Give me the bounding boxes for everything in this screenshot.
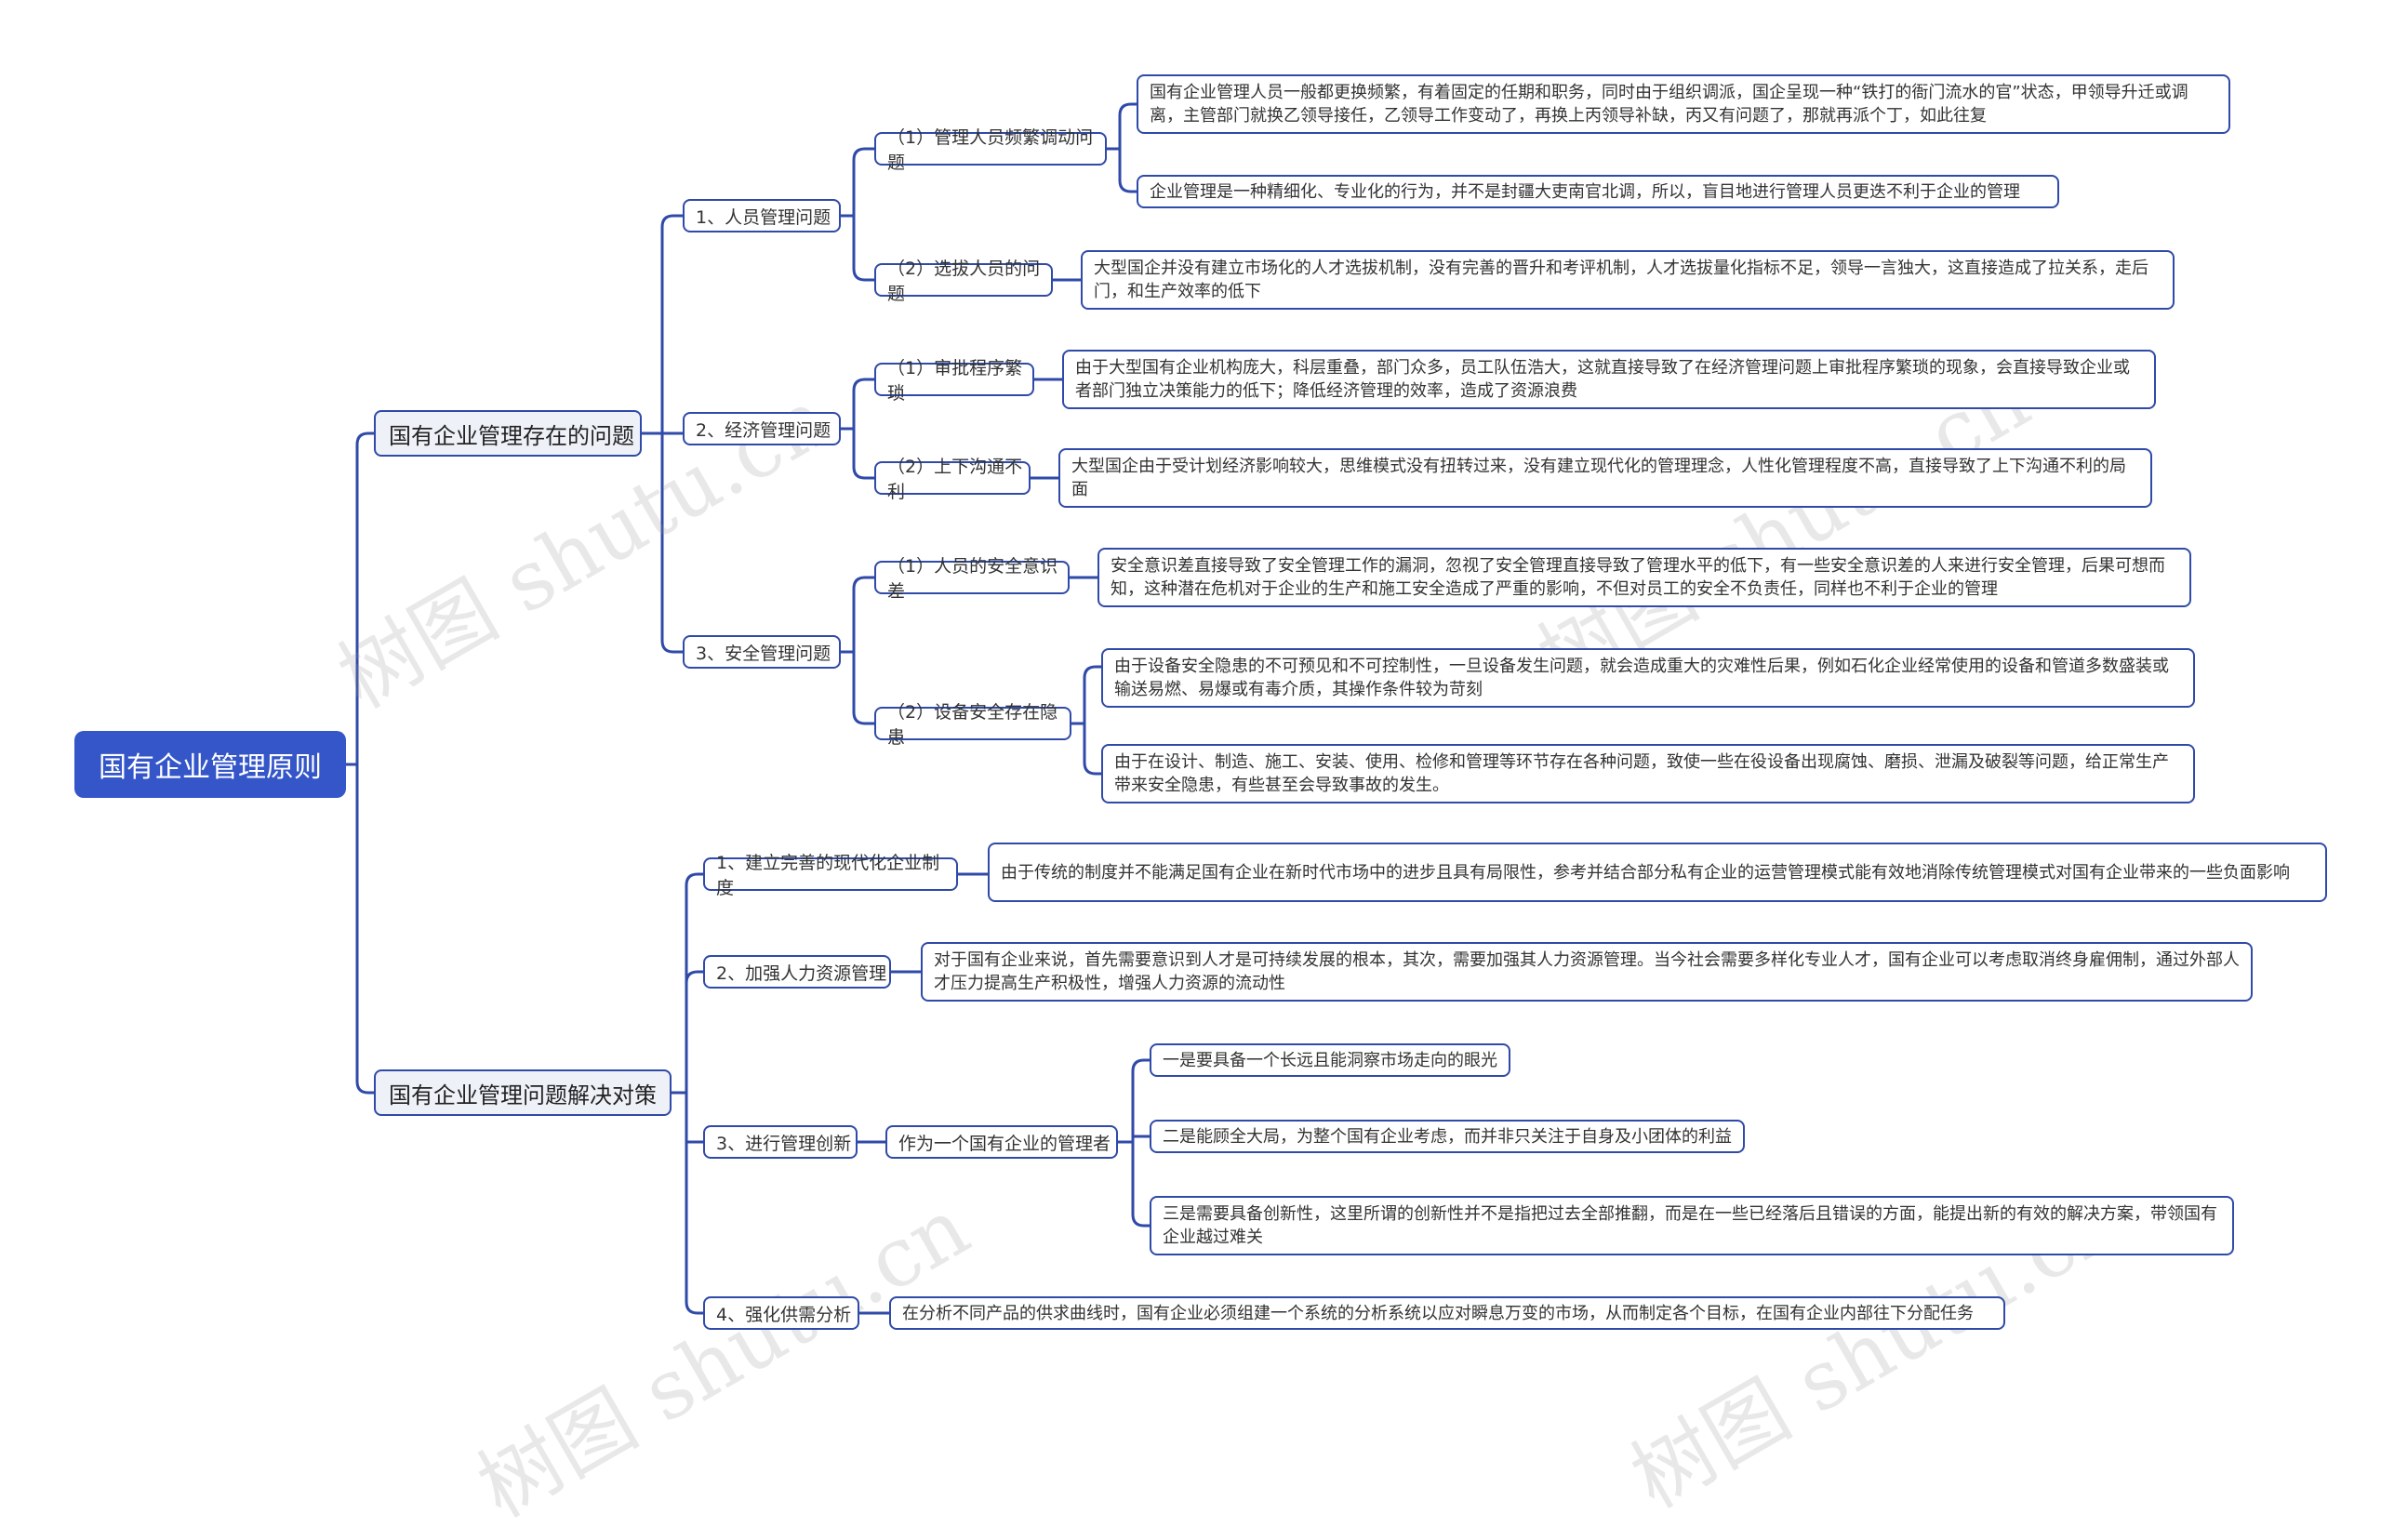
topic-solutions[interactable]: 国有企业管理问题解决对策: [374, 1069, 672, 1116]
leaf-manager-1[interactable]: 一是要具备一个长远且能洞察市场走向的眼光: [1150, 1043, 1510, 1077]
connector-manager: [1118, 1058, 1150, 1228]
topic-awareness[interactable]: （1）人员的安全意识差: [874, 556, 1070, 602]
connector-frequent: [1107, 102, 1137, 193]
leaf-manager-2[interactable]: 二是能顾全大局，为整个国有企业考虑，而并非只关注于自身及小团体的利益: [1150, 1120, 1745, 1153]
leaf-frequent-1[interactable]: 国有企业管理人员一般都更换频繁，有着固定的任期和职务，同时由于组织调派，国企呈现…: [1137, 74, 2230, 134]
topic-equipment[interactable]: （2）设备安全存在隐患: [874, 702, 1071, 748]
topic-communication[interactable]: （2）上下沟通不利: [874, 457, 1031, 502]
topic-economic[interactable]: 2、经济管理问题: [683, 412, 841, 445]
mind-map-canvas: 树图 shutu.cn 树图 shutu.cn 树图 shutu.cn 树图 s…: [74, 74, 2327, 1535]
connector-lines: [346, 102, 1150, 1315]
connector-personnel: [841, 147, 874, 282]
leaf-hr-1[interactable]: 对于国有企业来说，首先需要意识到人才是可持续发展的根本，其次，需要加强其人力资源…: [921, 942, 2253, 1002]
topic-innovation[interactable]: 3、进行管理创新: [703, 1125, 858, 1159]
connector-root: [346, 431, 374, 1095]
topic-hr[interactable]: 2、加强人力资源管理: [703, 955, 891, 989]
leaf-awareness-1[interactable]: 安全意识差直接导致了安全管理工作的漏洞，忽视了安全管理直接导致了管理水平的低下，…: [1097, 548, 2191, 607]
connector-equipment: [1071, 665, 1101, 776]
root-node[interactable]: 国有企业管理原则: [74, 731, 346, 798]
connector-safety: [841, 576, 874, 725]
leaf-selection-1[interactable]: 大型国企并没有建立市场化的人才选拔机制，没有完善的晋升和考评机制，人才选拔量化指…: [1081, 250, 2175, 310]
connector-problems: [642, 214, 683, 654]
leaf-system-1[interactable]: 由于传统的制度并不能满足国有企业在新时代市场中的进步且具有局限性，参考并结合部分…: [988, 843, 2327, 902]
topic-frequent-transfer[interactable]: （1）管理人员频繁调动问题: [874, 127, 1107, 173]
leaf-equipment-1[interactable]: 由于设备安全隐患的不可预见和不可控制性，一旦设备发生问题，就会造成重大的灾难性后…: [1101, 648, 2195, 708]
topic-system[interactable]: 1、建立完善的现代化企业制度: [703, 853, 958, 898]
topic-manager[interactable]: 作为一个国有企业的管理者: [885, 1125, 1118, 1159]
topic-selection[interactable]: （2）选拔人员的问题: [874, 259, 1053, 304]
connector-solutions: [672, 872, 703, 1315]
connector-economic: [841, 378, 874, 480]
leaf-supply-1[interactable]: 在分析不同产品的供求曲线时，国有企业必须组建一个系统的分析系统以应对瞬息万变的市…: [889, 1296, 2005, 1330]
leaf-equipment-2[interactable]: 由于在设计、制造、施工、安装、使用、检修和管理等环节存在各种问题，致使一些在役设…: [1101, 744, 2195, 803]
topic-approval[interactable]: （1）审批程序繁琐: [874, 358, 1034, 404]
topic-problems[interactable]: 国有企业管理存在的问题: [374, 410, 642, 457]
leaf-manager-3[interactable]: 三是需要具备创新性，这里所谓的创新性并不是指把过去全部推翻，而是在一些已经落后且…: [1150, 1196, 2234, 1255]
topic-supply[interactable]: 4、强化供需分析: [703, 1296, 859, 1330]
topic-safety[interactable]: 3、安全管理问题: [683, 635, 841, 669]
leaf-communication-1[interactable]: 大型国企由于受计划经济影响较大，思维模式没有扭转过来，没有建立现代化的管理理念，…: [1058, 448, 2152, 508]
leaf-frequent-2[interactable]: 企业管理是一种精细化、专业化的行为，并不是封疆大吏南官北调，所以，盲目地进行管理…: [1137, 175, 2059, 208]
leaf-approval-1[interactable]: 由于大型国有企业机构庞大，科层重叠，部门众多，员工队伍浩大，这就直接导致了在经济…: [1062, 350, 2156, 409]
topic-personnel[interactable]: 1、人员管理问题: [683, 199, 841, 232]
